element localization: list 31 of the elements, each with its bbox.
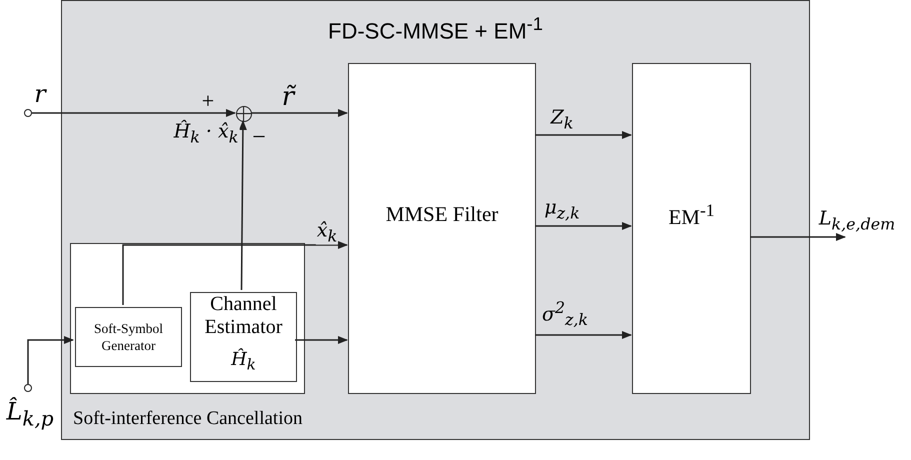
arrow xyxy=(32,109,236,117)
input-terminal xyxy=(24,109,32,117)
process-box xyxy=(75,307,182,367)
process-box xyxy=(190,292,297,382)
panel-heading: FD-SC-MMSE + EM$^{-1}$ xyxy=(327,13,544,44)
block-label: Soft-Symbol Generator xyxy=(92,321,164,355)
edge-label: L$_{k,e,dem}$ xyxy=(818,210,896,232)
arrow xyxy=(535,222,632,230)
block-label: MMSE Filter xyxy=(384,202,500,227)
block-heading: Soft-interference Cancellation xyxy=(73,408,302,430)
block-label: EM$^{-1}$ xyxy=(667,200,716,230)
edge-label: Z$_{k}$ xyxy=(550,108,574,132)
input-terminal xyxy=(24,384,32,392)
arrow xyxy=(238,120,247,290)
edge-label: x̂$_{k}$ xyxy=(316,222,338,244)
arrow xyxy=(295,336,348,344)
system-panel xyxy=(61,0,810,440)
process-box xyxy=(632,63,751,394)
sign-label: + xyxy=(200,88,216,114)
arrow xyxy=(251,109,348,117)
arrow xyxy=(27,336,74,384)
terminal-label: r xyxy=(33,82,47,106)
summing-junction xyxy=(236,106,252,122)
arrow xyxy=(122,241,348,305)
arrow xyxy=(535,131,632,139)
filter-block xyxy=(348,63,536,394)
terminal-label: L̂$_{k,p}$ xyxy=(5,400,55,428)
output-arrow xyxy=(750,233,846,241)
arrow xyxy=(535,331,632,339)
block-label: Channel Estimator xyxy=(204,293,284,339)
sign-label: − xyxy=(251,124,267,152)
